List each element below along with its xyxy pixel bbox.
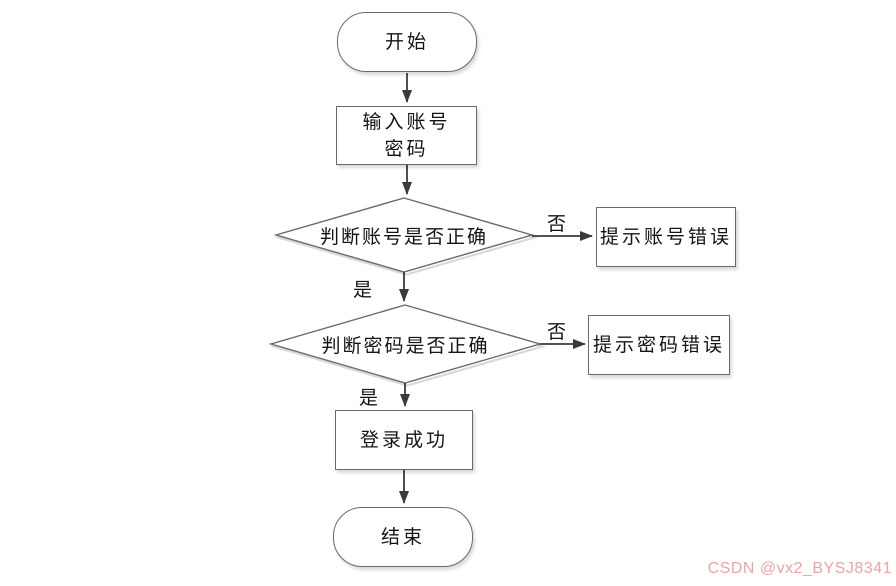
edge-label-yes-password: 是 xyxy=(359,388,379,409)
input-credentials-line-2: 密码 xyxy=(384,138,429,160)
node-password-error: 提示密码错误 xyxy=(588,315,730,375)
node-start: 开始 xyxy=(337,12,477,72)
node-input-credentials-label: 输入账号 密码 xyxy=(362,109,450,163)
node-check-password-label: 判断密码是否正确 xyxy=(321,335,490,357)
watermark: CSDN @vx2_BYSJ8341 xyxy=(707,560,892,577)
node-check-account-label: 判断账号是否正确 xyxy=(319,226,488,248)
input-credentials-line-1: 输入账号 xyxy=(362,111,451,133)
node-start-label: 开始 xyxy=(384,31,429,53)
edge-label-no-password: 否 xyxy=(547,322,567,343)
node-input-credentials: 输入账号 密码 xyxy=(336,106,477,165)
node-end-label: 结束 xyxy=(380,526,425,548)
node-login-success: 登录成功 xyxy=(335,410,473,470)
node-account-error-label: 提示账号错误 xyxy=(599,226,732,248)
edge-label-yes-account: 是 xyxy=(353,280,373,301)
edge-label-no-account: 否 xyxy=(547,214,567,235)
node-account-error: 提示账号错误 xyxy=(596,207,736,267)
node-end: 结束 xyxy=(333,507,473,567)
node-login-success-label: 登录成功 xyxy=(359,429,448,451)
node-password-error-label: 提示密码错误 xyxy=(592,334,725,356)
